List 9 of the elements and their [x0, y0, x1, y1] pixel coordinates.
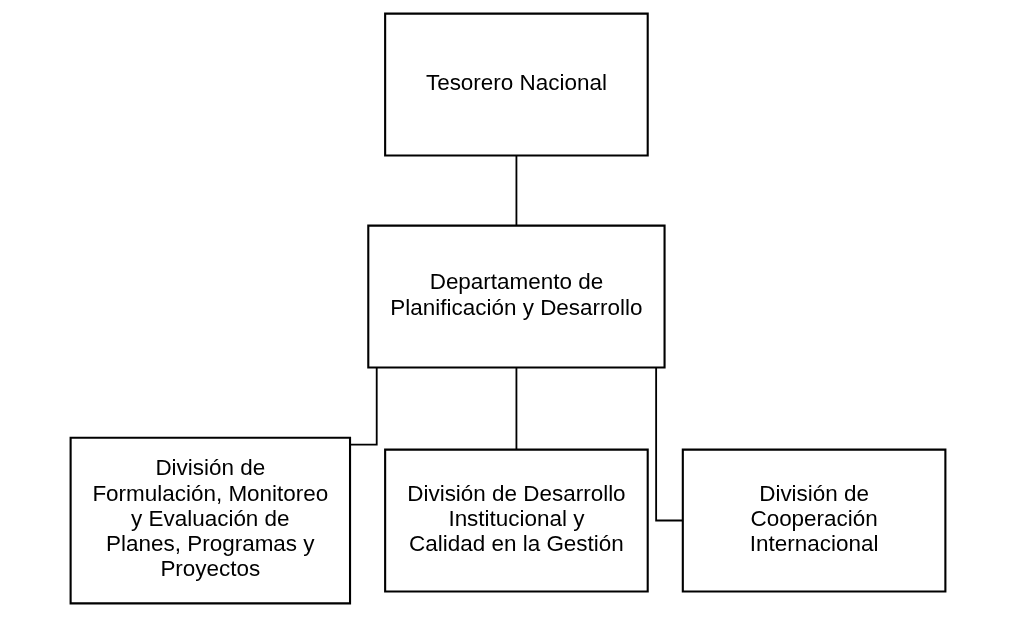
connector — [515, 154, 517, 227]
connector — [348, 366, 378, 446]
node-box: Departamento de Planificación y Desarrollo — [366, 224, 666, 369]
node-box: División de Desarrollo Institucional y Calidad en la Gestión — [383, 448, 649, 593]
connector — [515, 367, 517, 451]
node-box: Tesorero Nacional — [383, 12, 649, 157]
node-box: División de Formulación, Monitoreo y Evaluación de Planes, Programas y Proyectos — [69, 436, 351, 605]
connector — [654, 367, 683, 522]
node-box: División de Cooperación Internacional — [681, 448, 946, 593]
